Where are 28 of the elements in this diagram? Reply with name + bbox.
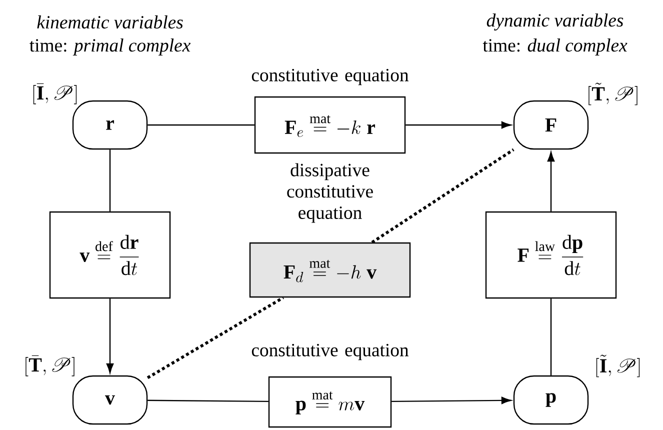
variable-node: $\mathbf{F}$ [513, 100, 589, 150]
equation-box: $\mathbf{v} \overset{\mathrm{def}}{=} \frac{\mathrm{d}\mathbf{r}}{\mathrm{d}t}$ [49, 211, 171, 299]
header-label: time: dual complex [482, 38, 628, 56]
header-label: kinematic variables [37, 15, 183, 29]
connector-line [148, 400, 268, 402]
equation-box: $\mathbf{p} \overset{\mathrm{mat}}{=} m\mathbf{v}$ [268, 376, 392, 428]
header-label: time: primal complex [30, 38, 190, 56]
connector-line [550, 298, 552, 376]
box-heading: dissipative constitutive equation [287, 163, 373, 223]
space-label: $[\tilde{\mathbf{T}},\mathscr{P}]$ [588, 82, 638, 106]
header-label: dynamic variables [486, 14, 624, 30]
arrow [392, 396, 512, 404]
arrow [547, 152, 555, 212]
variable-node: $\mathbf{p}$ [513, 375, 589, 425]
connector-line [148, 124, 254, 126]
connector-line [109, 150, 111, 212]
equation-box: $\mathbf{F}_d \overset{\mathrm{mat}}{=} -h\;\mathbf{v}$ [249, 242, 411, 298]
dotted-line [371, 148, 514, 244]
box-heading: constitutive equation [252, 68, 409, 86]
arrow [106, 298, 114, 374]
variable-node: $\mathbf{v}$ [72, 375, 148, 425]
dotted-line [146, 296, 284, 380]
space-label: $[\tilde{\mathbf{I}},\mathscr{P}]$ [596, 354, 640, 378]
equation-box: $\mathbf{F} \overset{\mathrm{law}}{=} \frac{\mathrm{d}\mathbf{p}}{\mathrm{d}t}$ [485, 211, 617, 299]
space-label: $[\bar{\mathbf{T}},\mathscr{P}]$ [26, 355, 74, 376]
box-heading: constitutive equation [252, 344, 409, 360]
equation-box: $\mathbf{F}_e \overset{\mathrm{mat}}{=} -k\;\mathbf{r}$ [254, 96, 406, 154]
arrow [406, 121, 512, 129]
